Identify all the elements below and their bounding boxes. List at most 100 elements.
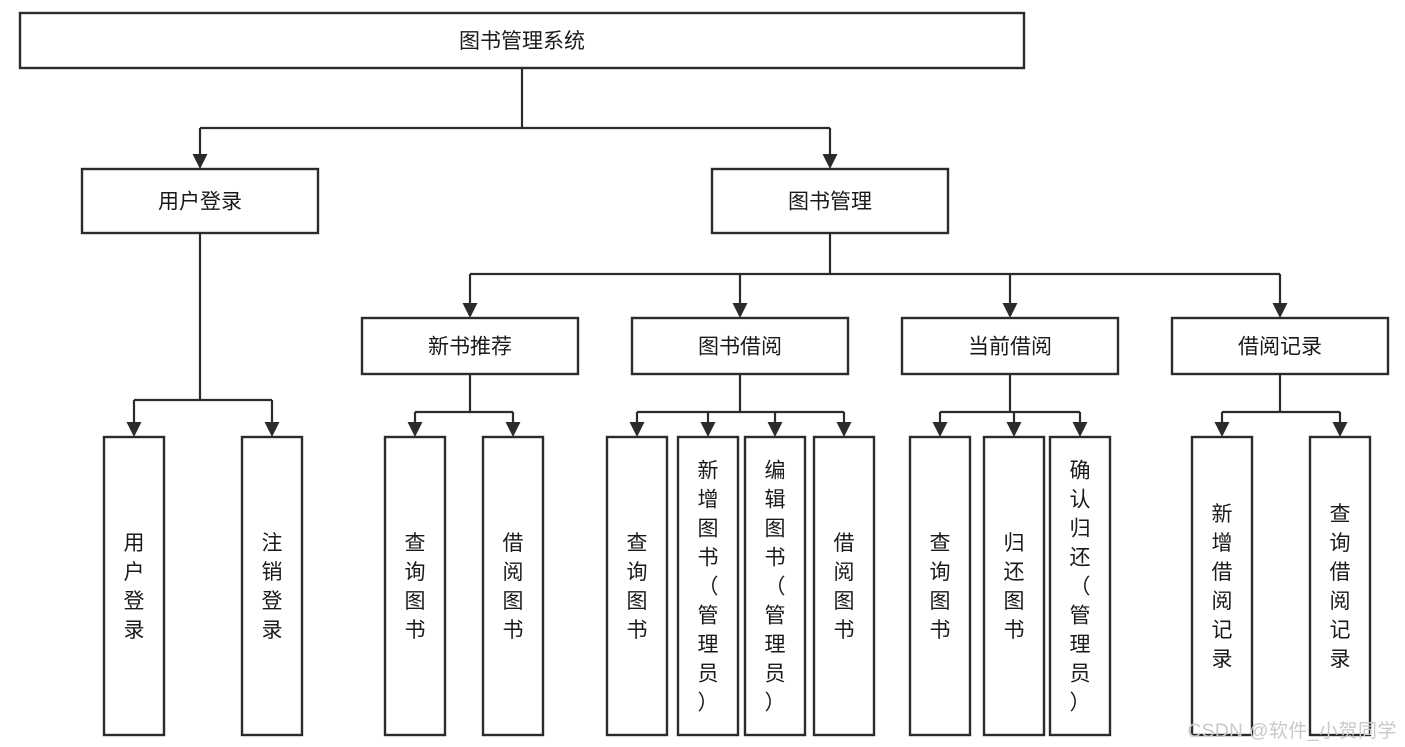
arrow-head-icon xyxy=(1214,422,1230,437)
node-label-char: 查 xyxy=(627,532,648,555)
connector-lines xyxy=(126,68,1348,437)
arrow-head-icon xyxy=(1332,422,1348,437)
node-new-book-recommend[interactable]: 新书推荐 xyxy=(360,316,580,376)
node-box-leaf-borrow-book xyxy=(812,435,876,737)
node-current-borrow[interactable]: 当前借阅 xyxy=(900,316,1120,376)
node-box-root xyxy=(18,11,1026,70)
node-box-borrow-record xyxy=(1170,316,1390,376)
node-boxes: 图书管理系统用户登录图书管理新书推荐图书借阅当前借阅借阅记录用户登录注销登录查询… xyxy=(18,11,1390,737)
node-book-borrow[interactable]: 图书借阅 xyxy=(630,316,850,376)
node-box-leaf-edit-book xyxy=(743,435,807,737)
node-box-new-book-recommend xyxy=(360,316,580,376)
node-box-leaf-add-borrow-record xyxy=(1190,435,1254,737)
node-label-char: 书 xyxy=(765,547,786,570)
arrow-head-icon xyxy=(1072,422,1088,437)
node-label-char: 新 xyxy=(698,460,719,483)
node-label-char: ） xyxy=(1070,692,1091,715)
node-label-new-book-recommend: 新书推荐 xyxy=(428,336,512,359)
node-box-user-login xyxy=(80,167,320,235)
node-label-char: 员 xyxy=(765,663,786,686)
node-box-leaf-return-book xyxy=(982,435,1046,737)
node-label-char: 图 xyxy=(834,590,855,613)
node-label-char: 理 xyxy=(1070,634,1091,657)
node-label-user-login: 用户登录 xyxy=(158,191,242,214)
arrow-head-icon xyxy=(505,422,521,437)
node-root[interactable]: 图书管理系统 xyxy=(18,11,1026,70)
node-user-login[interactable]: 用户登录 xyxy=(80,167,320,235)
node-box-book-borrow xyxy=(630,316,850,376)
node-label-char: 还 xyxy=(1004,561,1025,584)
node-box-leaf-query-borrow-record xyxy=(1308,435,1372,737)
arrow-head-icon xyxy=(1002,303,1018,318)
arrow-head-icon xyxy=(1272,303,1288,318)
node-label-char: ） xyxy=(765,692,786,715)
node-label-char: 辑 xyxy=(765,489,786,512)
arrow-head-icon xyxy=(264,422,280,437)
node-label-char: 询 xyxy=(930,561,951,584)
node-label-book-manage: 图书管理 xyxy=(788,191,872,214)
node-leaf-user-login[interactable]: 用户登录 xyxy=(102,435,166,737)
node-label-char: 阅 xyxy=(1212,590,1233,613)
node-label-char: 图 xyxy=(1004,590,1025,613)
node-label-char: 管 xyxy=(698,605,719,628)
node-label-char: 询 xyxy=(1330,532,1351,555)
node-book-manage[interactable]: 图书管理 xyxy=(710,167,950,235)
node-label-char: 编 xyxy=(765,460,786,483)
node-label-char: 阅 xyxy=(834,561,855,584)
csdn-watermark: CSDN @软件_小贺同学 xyxy=(1187,721,1397,742)
node-label-char: 销 xyxy=(262,561,283,584)
node-box-leaf-add-book xyxy=(676,435,740,737)
arrow-head-icon xyxy=(407,422,423,437)
node-label-char: 图 xyxy=(765,518,786,541)
node-label-char: 借 xyxy=(834,532,855,555)
node-label-char: 图 xyxy=(405,590,426,613)
node-label-char: 户 xyxy=(124,561,145,584)
node-label-char: 借 xyxy=(503,532,524,555)
node-label-char: 增 xyxy=(1212,532,1233,555)
arrow-head-icon xyxy=(192,154,208,169)
node-label-char: 录 xyxy=(124,619,145,642)
node-label-char: 录 xyxy=(262,619,283,642)
node-label-char: 书 xyxy=(834,619,855,642)
node-label-char: 确 xyxy=(1070,460,1091,483)
node-label-char: 员 xyxy=(698,663,719,686)
node-label-char: 新 xyxy=(1212,503,1233,526)
node-box-leaf-query-book-current xyxy=(908,435,972,737)
node-label-char: 查 xyxy=(405,532,426,555)
arrow-head-icon xyxy=(462,303,478,318)
node-box-leaf-confirm-return xyxy=(1048,435,1112,737)
node-label-char: （ xyxy=(765,576,786,599)
node-label-char: 阅 xyxy=(1330,590,1351,613)
node-borrow-record[interactable]: 借阅记录 xyxy=(1170,316,1390,376)
node-label-char: 图 xyxy=(930,590,951,613)
arrow-head-icon xyxy=(767,422,783,437)
node-label-book-borrow: 图书借阅 xyxy=(698,336,782,359)
node-label-char: 书 xyxy=(1004,619,1025,642)
arrow-head-icon xyxy=(836,422,852,437)
node-label-char: 录 xyxy=(1330,648,1351,671)
node-label-char: 认 xyxy=(1070,489,1091,512)
node-label-char: 书 xyxy=(627,619,648,642)
node-label-char: 借 xyxy=(1330,561,1351,584)
node-label-char: 登 xyxy=(124,590,145,613)
node-box-book-manage xyxy=(710,167,950,235)
node-label-char: ） xyxy=(698,692,719,715)
node-label-char: 借 xyxy=(1212,561,1233,584)
node-label-char: 理 xyxy=(698,634,719,657)
node-label-char: 书 xyxy=(405,619,426,642)
node-label-char: 查 xyxy=(930,532,951,555)
arrow-head-icon xyxy=(932,422,948,437)
